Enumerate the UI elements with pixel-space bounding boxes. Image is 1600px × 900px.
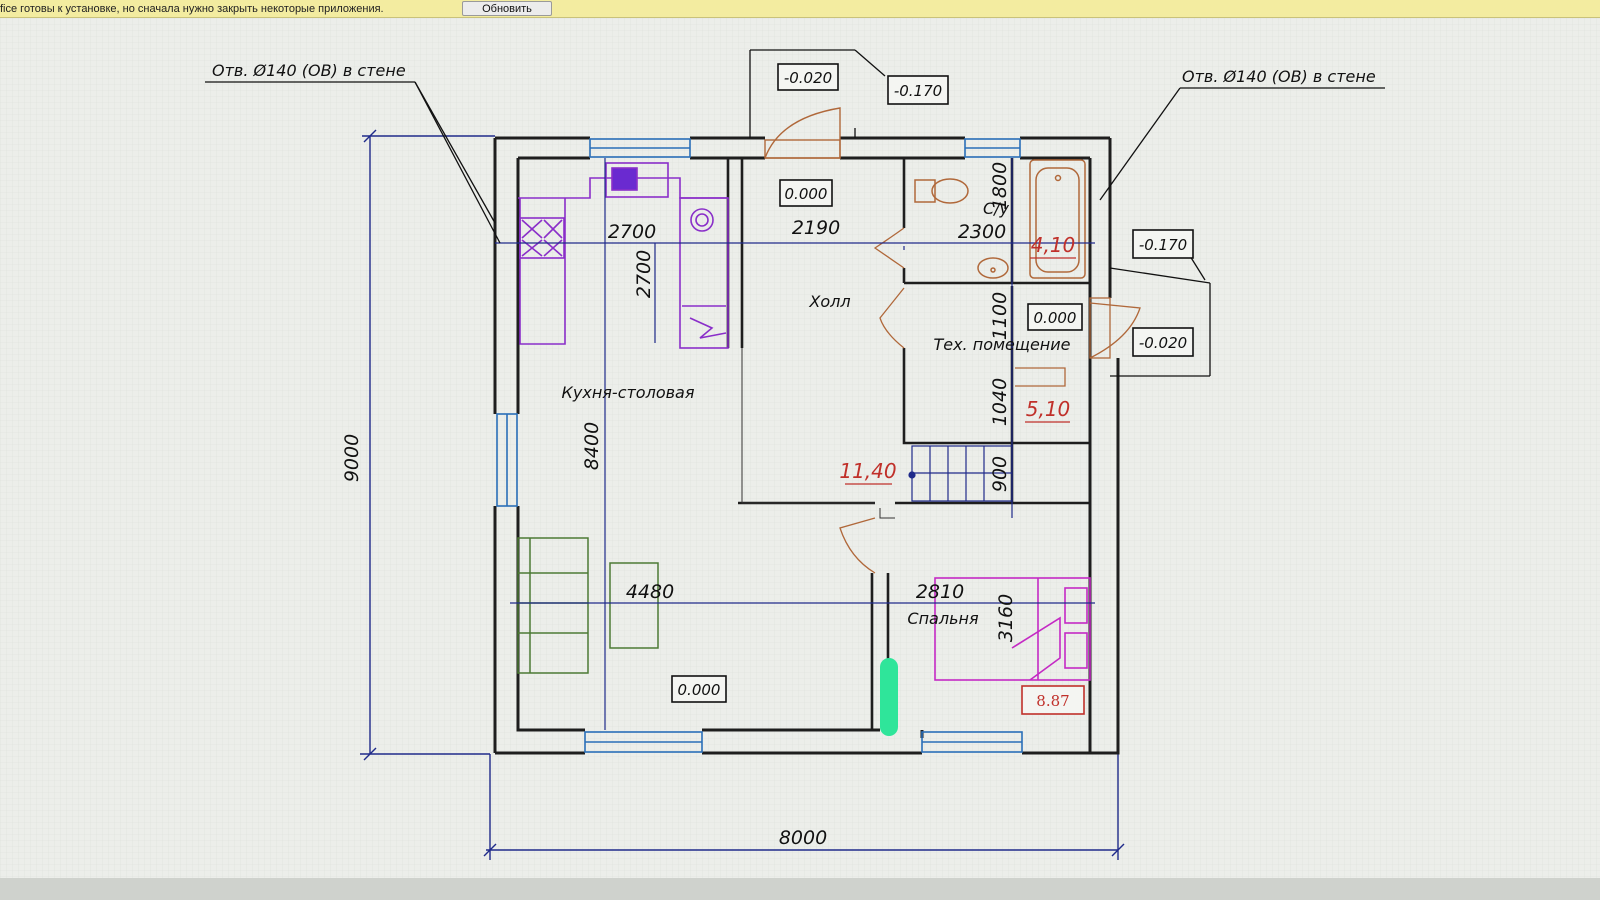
callout-leaders [205,49,1385,377]
kitchen-furniture [518,162,729,349]
area-bedroom: 8.87 [1036,692,1069,710]
update-notification-bar: fice готовы к установке, но сначала нужн… [0,0,1600,18]
dim-tech-h2: 1040 [989,378,1011,426]
level-bottom: 0.000 [678,681,721,699]
callout-left-label: Отв. Ø140 (ОВ) в стене [212,61,406,80]
room-label-wc: С/у [983,199,1010,218]
bedroom-area-tag [1021,685,1085,715]
windows [496,138,1023,753]
bathroom-fixtures [914,159,1086,279]
dim-bedroom-w: 2810 [916,581,964,603]
level-tech: 0.000 [1034,309,1077,327]
dim-stair-h: 900 [989,456,1011,492]
screen-bottom-edge [0,878,1600,900]
floor-plan: -0.020 -0.170 0.000 0.000 0.000 -0.170 -… [0,18,1600,878]
dim-tech-h1: 1100 [989,292,1011,340]
level-right-bottom: -0.020 [1139,334,1187,352]
dim-kitchen-top-h: 2700 [633,250,655,298]
callout-right-label: Отв. Ø140 (ОВ) в стене [1182,67,1376,86]
dim-wc-h: 1800 [989,162,1011,210]
highlight-marker [880,658,898,736]
dim-bedroom-h: 3160 [995,594,1017,642]
dim-overall-width: 8000 [779,827,827,849]
area-wc: 4,10 [1031,233,1076,257]
area-tech: 5,10 [1026,397,1071,421]
room-label-tech: Тех. помещение [933,335,1070,354]
room-label-hall: Холл [808,292,850,311]
dim-hall-w: 2190 [792,217,840,239]
level-hall: 0.000 [785,185,828,203]
notification-text: fice готовы к установке, но сначала нужн… [0,2,384,15]
level-porch-step: -0.170 [894,82,942,100]
dim-kitchen-h: 8400 [581,422,603,470]
room-label-kitchen: Кухня-столовая [562,383,695,402]
area-hall: 11,40 [839,459,896,483]
stairs [908,445,1013,502]
hall-outline [741,348,895,519]
dim-kitchen-w: 4480 [626,581,674,603]
dim-wc-w: 2300 [958,221,1006,243]
room-label-bedroom: Спальня [907,609,979,628]
interior-doors [839,227,1141,574]
update-button[interactable]: Обновить [462,1,552,16]
elevation-tags [671,63,1194,703]
dim-overall-height: 9000 [341,434,363,482]
interior-dimension-lines [495,158,1095,730]
overall-dimension-lines [360,129,1125,860]
bedroom-furniture [934,577,1091,681]
level-porch-top: -0.020 [784,69,832,87]
dim-kitchen-top-w: 2700 [608,221,656,243]
level-right-top: -0.170 [1139,236,1187,254]
entry-door [764,107,841,159]
